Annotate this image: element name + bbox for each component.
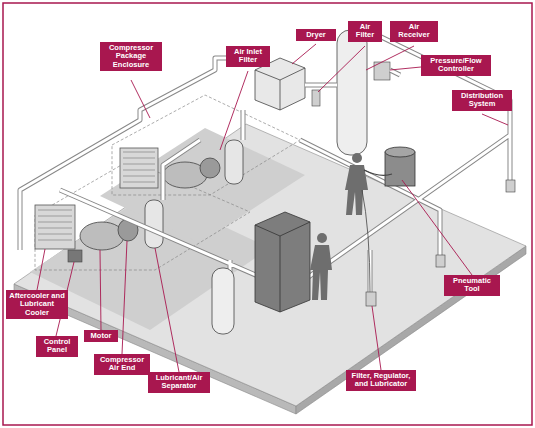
callout-text: Compressor Package Enclosure (103, 44, 159, 69)
separator-tank (145, 200, 163, 248)
dryer-edges (255, 68, 305, 110)
air-hose (362, 190, 370, 292)
air-filter (312, 90, 320, 106)
worker-silhouette (310, 153, 368, 300)
cooler (35, 205, 75, 249)
callout-label: Air Inlet Filter (226, 46, 270, 67)
secondary-receiver (212, 268, 234, 334)
leader-line (37, 249, 45, 290)
callout-label: Filter, Regulator, and Lubricator (346, 370, 416, 391)
callout-label: Pressure/Flow Controller (421, 55, 491, 76)
cooler-fins (123, 152, 155, 182)
callout-text: Dryer (306, 31, 326, 39)
callout-text: Distribution System (455, 92, 509, 109)
frl-unit (366, 292, 376, 306)
callout-label: Compressor Package Enclosure (100, 42, 162, 71)
control-panel (68, 250, 82, 262)
drum-top (385, 147, 415, 157)
cabinet-edges (255, 222, 310, 312)
floor-slab (14, 124, 526, 406)
callout-text: Filter, Regulator, and Lubricator (349, 372, 413, 389)
frame-border (3, 3, 532, 425)
callout-text: Motor (91, 332, 112, 340)
callout-label: Lubricant/Air Separator (148, 372, 210, 393)
separator-tank (225, 140, 243, 184)
callout-label: Motor (84, 330, 118, 342)
leader-line (372, 306, 381, 370)
cooler-fins (38, 210, 72, 240)
leader-lines (37, 44, 508, 372)
callout-label: Compressor Air End (94, 354, 150, 375)
callout-label: Control Panel (36, 336, 78, 357)
callout-label: Distribution System (452, 90, 512, 111)
callout-label: Air Filter (348, 21, 382, 42)
callout-text: Air Receiver (393, 23, 435, 40)
callout-text: Compressor Air End (97, 356, 147, 373)
callout-label: Air Receiver (390, 21, 438, 42)
motor (80, 222, 124, 250)
leader-line (131, 80, 150, 118)
machine-cabinet (255, 212, 310, 312)
frl-unit (506, 180, 515, 192)
leader-line (318, 46, 365, 92)
callout-text: Aftercooler and Lubricant Cooler (9, 292, 65, 317)
callout-text: Lubricant/Air Separator (151, 374, 207, 391)
leader-line (292, 44, 316, 64)
worker-body (310, 245, 332, 300)
leader-line (366, 46, 414, 70)
leader-line (220, 71, 248, 150)
callout-text: Air Inlet Filter (229, 48, 267, 65)
leader-line (390, 67, 421, 70)
callout-text: Pressure/Flow Controller (424, 57, 488, 74)
cooler (120, 148, 158, 188)
leader-line (402, 180, 472, 275)
callout-text: Air Filter (351, 23, 379, 40)
worker-head (317, 233, 327, 243)
worker-body (345, 165, 368, 215)
leader-line (482, 114, 508, 125)
leader-line (155, 248, 179, 372)
callout-label: Aftercooler and Lubricant Cooler (6, 290, 68, 319)
pneumatic-tool (364, 170, 392, 175)
callout-text: Control Panel (39, 338, 75, 355)
frl-unit (436, 255, 445, 267)
leader-line (100, 250, 101, 330)
callout-label: Pneumatic Tool (444, 275, 500, 296)
leader-line (122, 241, 127, 354)
air-end (200, 158, 220, 178)
callout-text: Pneumatic Tool (447, 277, 497, 294)
worker-head (352, 153, 362, 163)
callout-label: Dryer (296, 29, 336, 41)
